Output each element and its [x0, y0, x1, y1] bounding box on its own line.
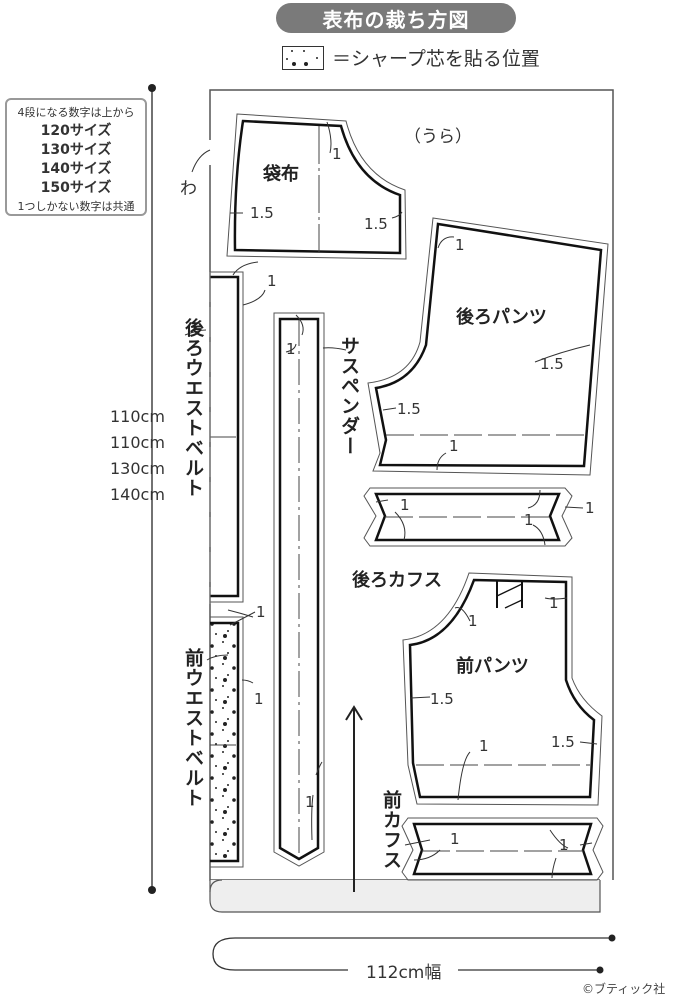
allowance-front-pants-top: 1	[549, 594, 559, 612]
size-120: 120サイズ	[40, 123, 112, 139]
allowance-back-waistband: 1	[267, 272, 277, 290]
piece-front-waistband	[210, 616, 244, 868]
allowance-back-pants-top: 1	[455, 236, 465, 254]
fabric-outline	[209, 89, 614, 913]
length-label-120: 110cm	[110, 407, 165, 426]
legend-label: ＝シャープ芯を貼る位置	[332, 48, 540, 70]
copyright-credit: ©ブティック社	[582, 982, 666, 996]
dotted-swatch-icon	[282, 45, 324, 70]
front-cuffs-label: 前カフス	[380, 790, 402, 870]
allowance-suspender-end: 1	[305, 793, 315, 811]
allowance-pocket-top: 1	[332, 145, 342, 163]
allowance-back-cuffs-left: 1	[400, 496, 410, 514]
length-label-130: 110cm	[110, 433, 165, 452]
allowance-front-pants-hem: 1	[479, 737, 489, 755]
front-waistband-label: 前ウエストベルト	[182, 648, 204, 808]
allowance-pocket-right: 1.5	[364, 215, 388, 233]
size-note-intro: 4段になる数字は上から	[17, 106, 135, 119]
length-label-140: 130cm	[110, 459, 165, 478]
length-label-150: 140cm	[110, 485, 165, 504]
interfacing-legend: ＝シャープ芯を貼る位置	[282, 44, 540, 71]
allowance-back-cuffs-right: 1	[585, 499, 595, 517]
allowance-front-cuffs-left: 1	[450, 830, 460, 848]
grainline-arrow-icon	[345, 705, 363, 892]
piece-back-cuffs	[363, 487, 573, 547]
length-dimension-line	[148, 84, 156, 894]
pocket-label: 袋布	[263, 164, 299, 185]
allowance-back-pants-inseam: 1.5	[397, 400, 421, 418]
piece-back-waistband	[209, 271, 244, 604]
allowance-back-pants-side: 1.5	[540, 355, 564, 373]
piece-back-pants	[367, 217, 609, 476]
piece-front-cuffs	[401, 817, 604, 881]
size-140: 140サイズ	[40, 161, 112, 177]
piece-suspender	[273, 312, 325, 867]
allowance-front-cuffs-right: 1	[559, 836, 569, 854]
piece-pocket	[226, 113, 407, 260]
wrong-side-label: （うら）	[404, 127, 472, 147]
allowance-front-pants-side: 1.5	[551, 733, 575, 751]
fold-label: わ	[180, 179, 197, 199]
piece-front-pants	[402, 572, 603, 806]
size-130: 130サイズ	[40, 142, 112, 158]
allowance-back-pants-hem: 1	[449, 437, 459, 455]
suspender-label: サスペンダー	[338, 336, 360, 456]
allowance-suspender-top: 1	[286, 340, 296, 358]
front-pants-label: 前パンツ	[456, 656, 529, 677]
back-pants-label: 後ろパンツ	[456, 307, 547, 328]
size-note-box: 4段になる数字は上から 120サイズ 130サイズ 140サイズ 150サイズ …	[5, 98, 147, 216]
allowance-front-pants-crotch: 1	[468, 612, 478, 630]
page-title: 表布の裁ち方図	[276, 3, 516, 33]
back-waistband-label: 後ろウエストベルト	[182, 318, 204, 498]
allowance-front-waistband-side: 1	[254, 690, 264, 708]
allowance-front-pants-inseam: 1.5	[430, 690, 454, 708]
back-cuffs-label: 後ろカフス	[352, 570, 442, 591]
allowance-pocket-left: 1.5	[250, 204, 274, 222]
allowance-front-waistband-top: 1	[256, 603, 266, 621]
size-150: 150サイズ	[40, 180, 112, 196]
fabric-width-label: 112cm幅	[360, 958, 448, 983]
allowance-back-cuffs-mid: 1	[524, 511, 534, 529]
width-dimension-line	[212, 934, 616, 974]
leader-lines	[184, 121, 598, 879]
size-note-outro: 1つしかない数字は共通	[17, 200, 135, 213]
